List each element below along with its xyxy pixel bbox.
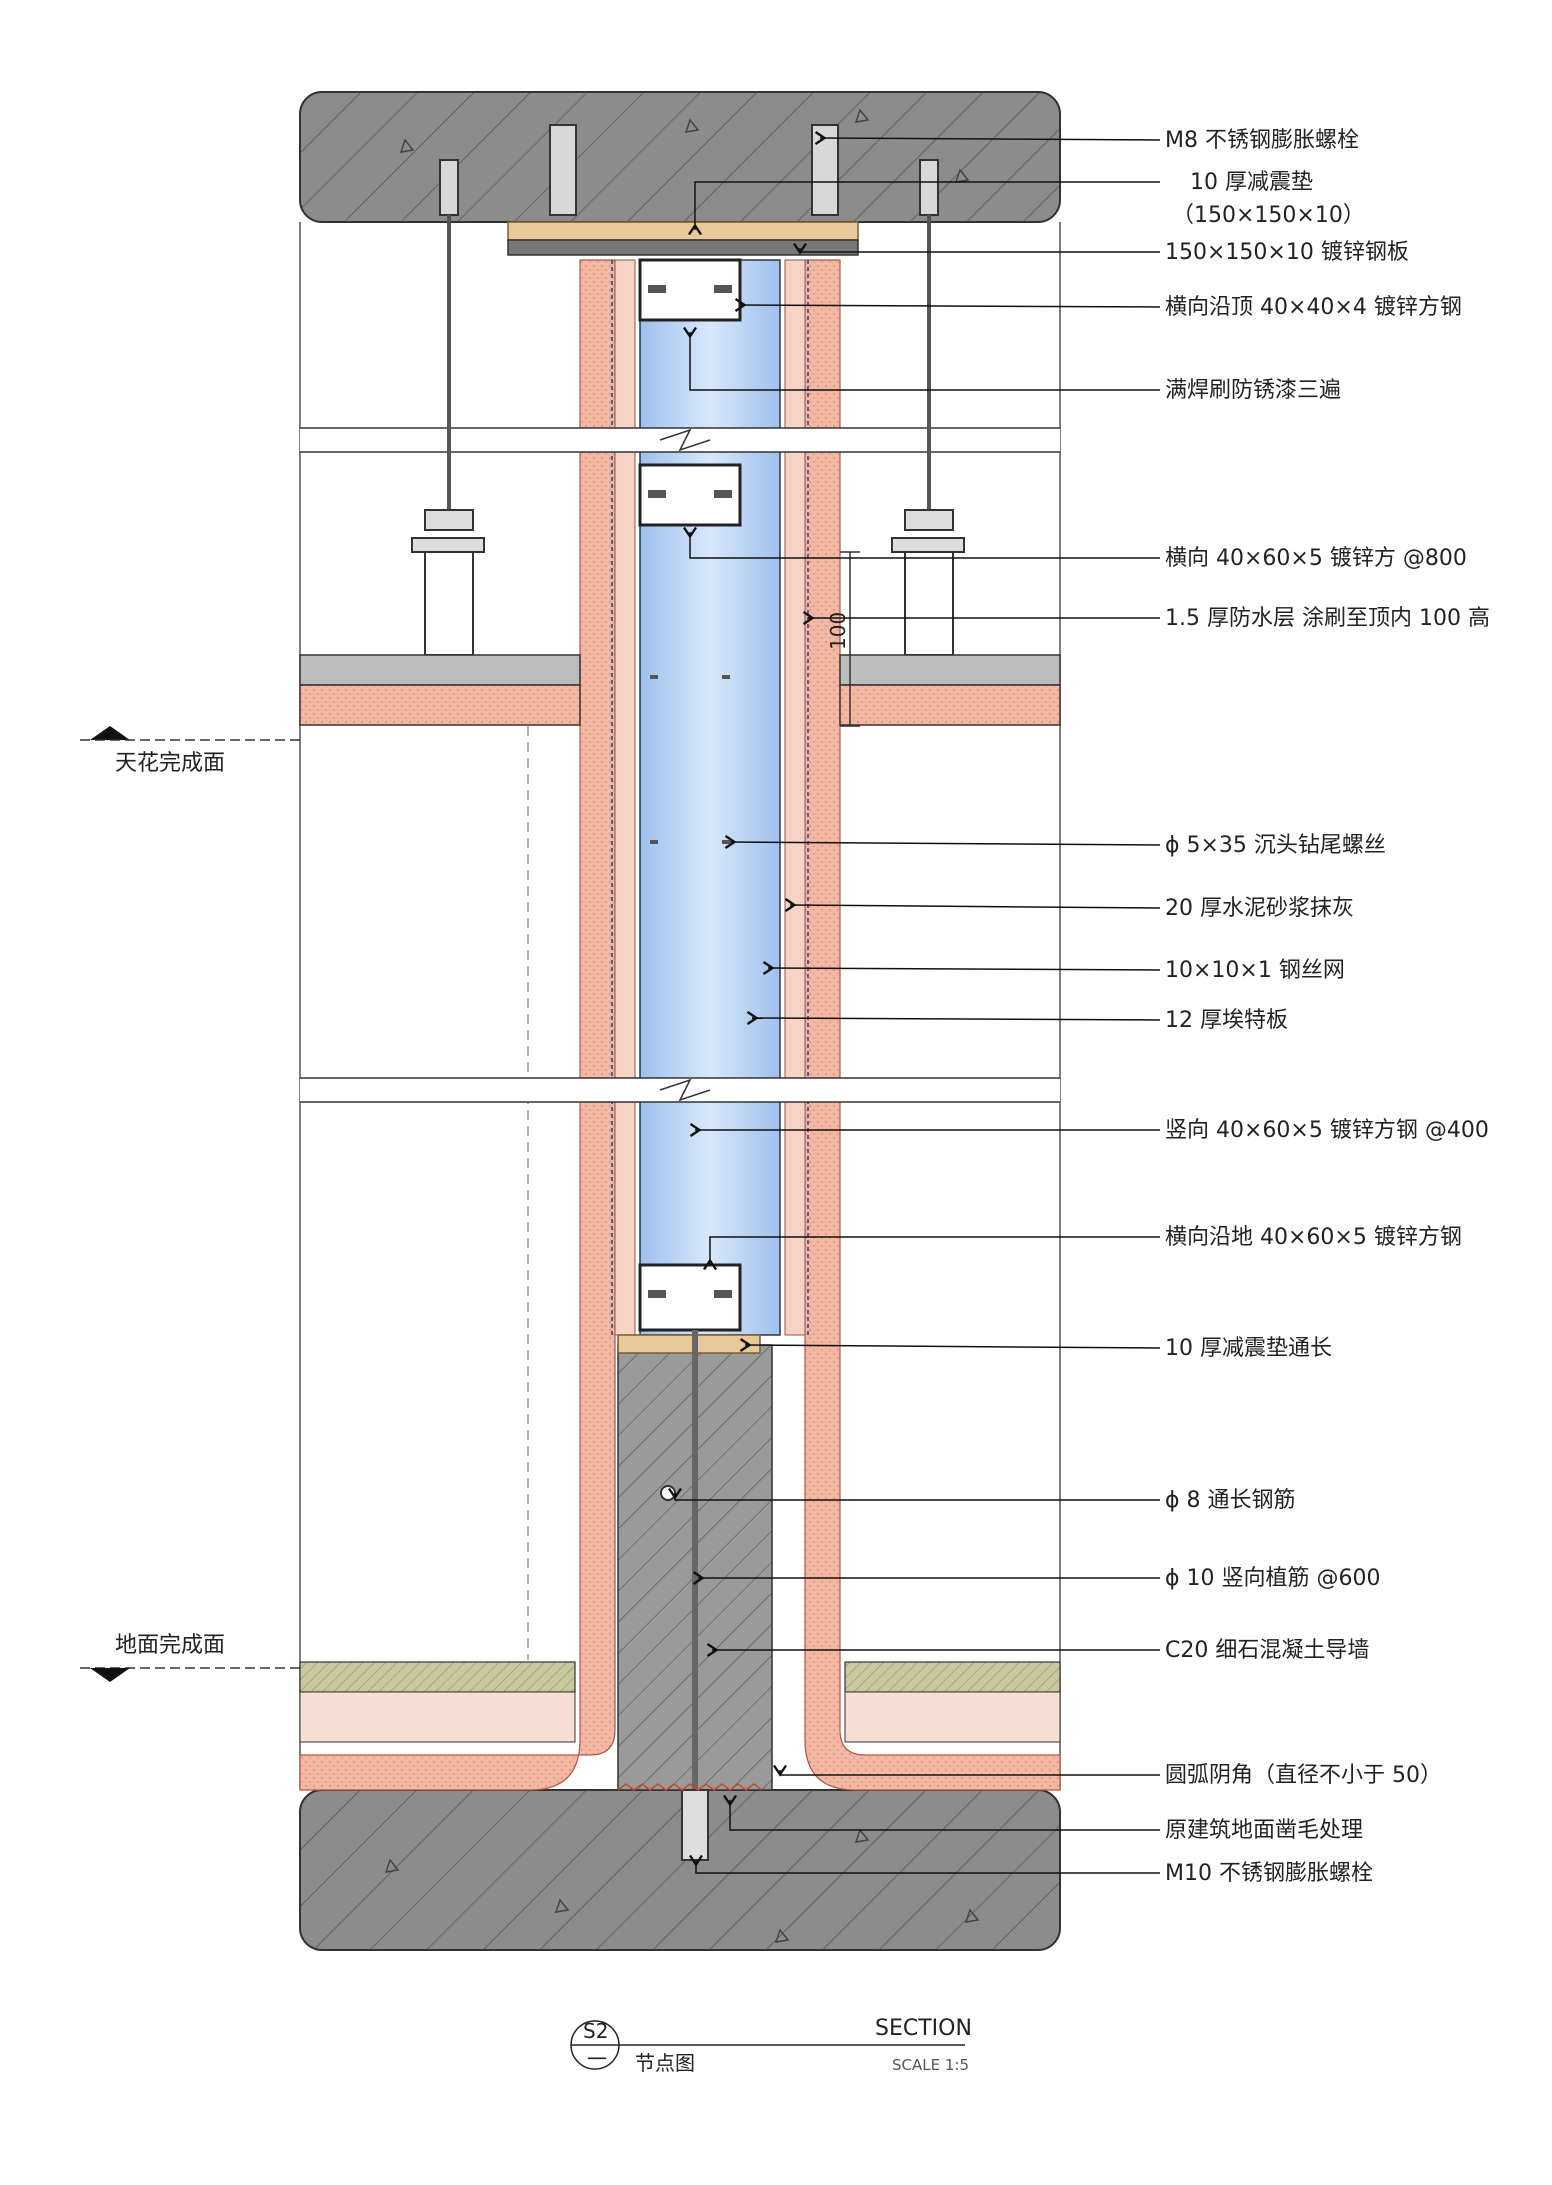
leader-c15 [668,1487,1160,1501]
callout-c2: 10 厚减震垫 [1190,170,1313,195]
leader-c3 [793,242,1160,255]
galvanized-plate-top [507,239,859,256]
callout-c12: 竖向 40×60×5 镀锌方钢 @400 [1165,1118,1489,1143]
ceiling-profile-right [839,654,1061,686]
leader-c1 [814,130,1161,145]
callout-c5: 满焊刷防锈漆三遍 [1165,378,1341,403]
steel-stud-cavity [639,259,781,1336]
title-name: 节点图 [635,2051,695,2075]
cement-board-left [614,259,636,1336]
anchor-bolt-bottom [681,1789,709,1861]
ceiling-level-marker [80,726,300,741]
leader-c20 [689,1854,1160,1874]
leader-c6 [683,526,1160,559]
callout-labels: M8 不锈钢膨胀螺栓 10 厚减震垫 （150×150×10） 150×150×10 … [1165,128,1490,1886]
ceiling-profile-left [299,654,581,686]
roughened-surface [617,1783,763,1791]
callout-c11: 12 厚埃特板 [1165,1008,1288,1033]
callout-c10: 10×10×1 钢丝网 [1165,958,1345,983]
floor-finish-right [844,1661,1061,1693]
ceiling-level-label: 天花完成面 [115,751,225,776]
plaster-right [804,259,1061,1791]
damping-pad-continuous [617,1334,761,1354]
leader-c8 [724,834,1161,849]
title-block [570,2020,965,2070]
hanger-rods [447,215,931,520]
leader-c18 [773,1764,1160,1777]
title-section: SECTION [875,2016,972,2041]
callout-c8: ϕ 5×35 沉头钻尾螺丝 [1165,833,1386,858]
callout-c19: 原建筑地面凿毛处理 [1165,1818,1363,1843]
callout-c20: M10 不锈钢膨胀螺栓 [1165,1861,1373,1886]
channel-bolts [648,285,732,1298]
break-line-top [300,427,1060,453]
callout-c13: 横向沿地 40×60×5 镀锌方钢 [1165,1225,1462,1250]
callout-c14: 10 厚减震垫通长 [1165,1336,1332,1361]
floor-finish-left [299,1661,576,1693]
title-tag: S2 [583,2019,608,2043]
title-scale: SCALE 1:5 [892,2056,969,2074]
ceiling-slab [299,91,1061,223]
floor-aggregate [384,1828,980,1943]
floor-screed-left [299,1691,576,1743]
callout-c18: 圆弧阴角（直径不小于 50） [1165,1763,1442,1788]
ceiling-board-left [299,684,581,726]
ceiling-hangers [411,509,965,656]
callout-c15: ϕ 8 通长钢筋 [1165,1488,1296,1513]
callout-c17: C20 细石混凝土导墙 [1165,1638,1369,1663]
floor-level-marker [80,1667,300,1682]
callout-c7: 1.5 厚防水层 涂刷至顶内 100 高 [1165,606,1490,631]
leader-c2 [688,181,1160,236]
callout-c2b: （150×150×10） [1172,203,1365,228]
plaster-left [299,259,616,1791]
callout-c9: 20 厚水泥砂浆抹灰 [1165,896,1354,921]
leader-c13 [703,1236,1160,1271]
floor-slab [299,1789,1061,1951]
floor-level-label: 地面完成面 [115,1633,225,1658]
dimension-100 [840,551,860,727]
break-line-mid [300,1077,1060,1103]
damping-pad-top [507,221,859,241]
leader-c9 [784,897,1161,912]
callout-c4: 横向沿顶 40×40×4 镀锌方钢 [1165,295,1462,320]
callout-c6: 横向 40×60×5 镀锌方 @800 [1165,546,1467,571]
leader-c11 [746,1010,1161,1025]
callout-c3: 150×150×10 镀锌钢板 [1165,240,1409,265]
cement-board-right [784,259,806,1336]
callout-c16: ϕ 10 竖向植筋 @600 [1165,1566,1380,1591]
leader-c5 [683,326,1160,391]
title-sheet: 一 [587,2047,607,2071]
leader-c14 [739,1337,1161,1352]
leader-c4 [734,297,1161,312]
rebar-longitudinal [660,1485,676,1501]
floor-screed-right [844,1691,1061,1743]
leader-c19 [723,1794,1160,1831]
ceiling-board-right [839,684,1061,726]
callout-c1: M8 不锈钢膨胀螺栓 [1165,128,1359,153]
leader-c10 [762,960,1161,975]
leader-lines [668,130,1161,1874]
